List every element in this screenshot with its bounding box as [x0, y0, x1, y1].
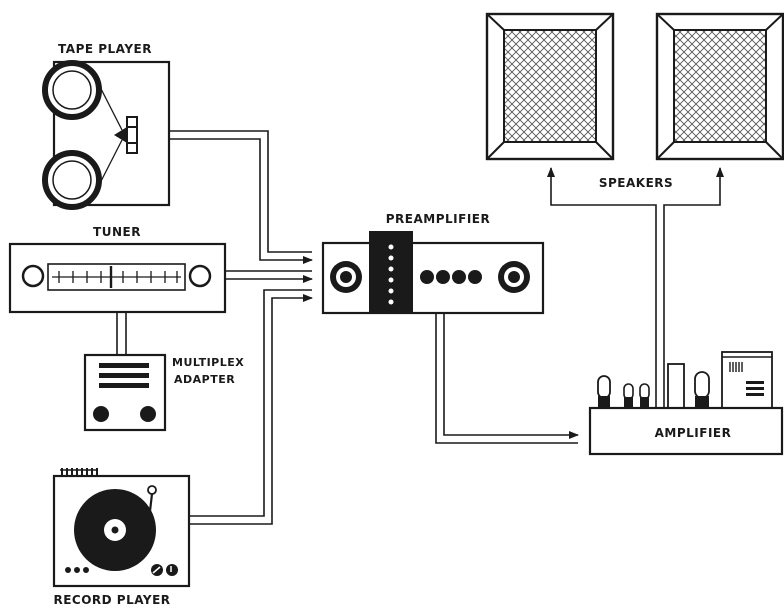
tuner-label: TUNER	[93, 225, 141, 239]
speaker-left	[485, 12, 615, 161]
amplifier-label: AMPLIFIER	[655, 426, 732, 440]
transformer-can-icon	[667, 363, 685, 409]
preamp-to-amp-cable	[435, 313, 579, 444]
multiplex-right-knob-icon	[140, 406, 156, 422]
amplifier: AMPLIFIER	[588, 351, 784, 456]
multiplex-label-line2: ADAPTER	[174, 373, 235, 386]
record-player-label: RECORD PLAYER	[53, 593, 170, 605]
multiplex-label-line1: MULTIPLEX	[172, 356, 244, 369]
power-transformer-icon	[721, 351, 773, 409]
speaker-cables	[547, 167, 724, 408]
preamplifier: PREAMPLIFIER	[321, 212, 545, 315]
preamplifier-label: PREAMPLIFIER	[386, 212, 490, 226]
multiplex-adapter: MULTIPLEX ADAPTER	[83, 353, 244, 432]
amplifier-body	[588, 406, 784, 456]
speakers-label: SPEAKERS	[599, 176, 673, 190]
speaker-grille-icon	[503, 29, 597, 143]
tuner: TUNER	[8, 225, 227, 314]
record-player: RECORD PLAYER	[52, 468, 191, 607]
speaker-grille-icon	[673, 29, 767, 143]
tuner-right-knob-icon	[188, 264, 212, 288]
input-cables	[169, 130, 313, 525]
multiplex-left-knob-icon	[93, 406, 109, 422]
tonearm-icon	[136, 493, 154, 549]
tube-icon	[597, 375, 611, 399]
tape-head-icon	[114, 127, 127, 143]
tape-player: TAPE PLAYER	[42, 42, 171, 210]
tuner-left-knob-icon	[21, 264, 45, 288]
tape-player-label: TAPE PLAYER	[58, 42, 152, 56]
tonearm-pivot-icon	[147, 485, 157, 495]
speaker-right	[655, 12, 784, 161]
